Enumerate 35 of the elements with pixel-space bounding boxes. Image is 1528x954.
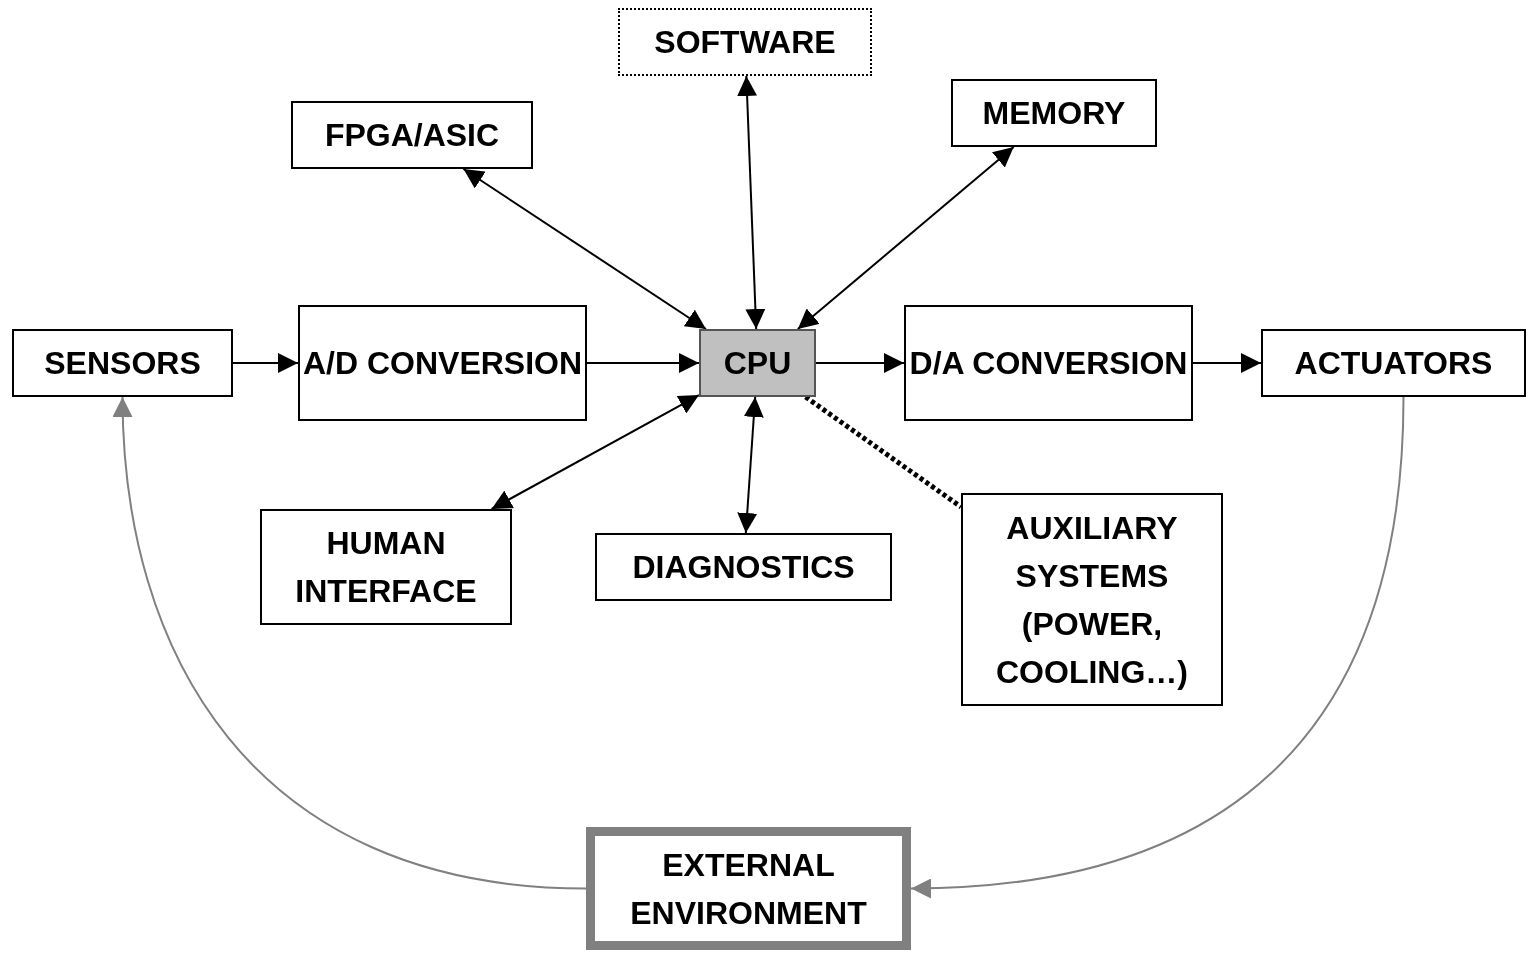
arrow bbox=[462, 168, 707, 330]
process-box bbox=[904, 305, 1193, 421]
node-label: EXTERNAL ENVIRONMENT bbox=[629, 845, 868, 933]
arrow bbox=[737, 75, 766, 330]
process-box bbox=[1261, 329, 1526, 397]
process-box bbox=[595, 533, 892, 601]
node-label: FPGA/ASIC bbox=[324, 116, 500, 155]
node-label: DIAGNOSTICS bbox=[632, 548, 855, 587]
arrow bbox=[1192, 353, 1262, 373]
process-box bbox=[291, 101, 533, 169]
cpu-box bbox=[699, 329, 816, 397]
arrow bbox=[490, 394, 700, 510]
node-label: HUMAN INTERFACE bbox=[294, 524, 478, 611]
arrow bbox=[232, 353, 299, 373]
process-box bbox=[951, 79, 1157, 147]
process-box bbox=[961, 493, 1223, 706]
node-label: ACTUATORS bbox=[1294, 344, 1493, 383]
arrow bbox=[737, 396, 764, 534]
arrow bbox=[586, 353, 700, 373]
arrow bbox=[815, 353, 905, 373]
node-label: MEMORY bbox=[982, 94, 1126, 133]
environment-box bbox=[586, 827, 911, 950]
node-label: CPU bbox=[723, 344, 792, 383]
node-label: D/A CONVERSION bbox=[909, 344, 1188, 383]
node-label: A/D CONVERSION bbox=[302, 344, 583, 383]
process-box bbox=[298, 305, 587, 421]
process-box bbox=[260, 509, 512, 625]
process-box bbox=[618, 8, 872, 76]
process-box bbox=[12, 329, 233, 397]
node-label: SOFTWARE bbox=[654, 23, 836, 62]
arrow bbox=[796, 146, 1015, 330]
node-label: SENSORS bbox=[44, 344, 201, 383]
node-label: AUXILIARY SYSTEMS (POWER, COOLING…) bbox=[995, 508, 1189, 692]
arrow bbox=[113, 396, 587, 890]
arrow bbox=[910, 396, 1405, 898]
